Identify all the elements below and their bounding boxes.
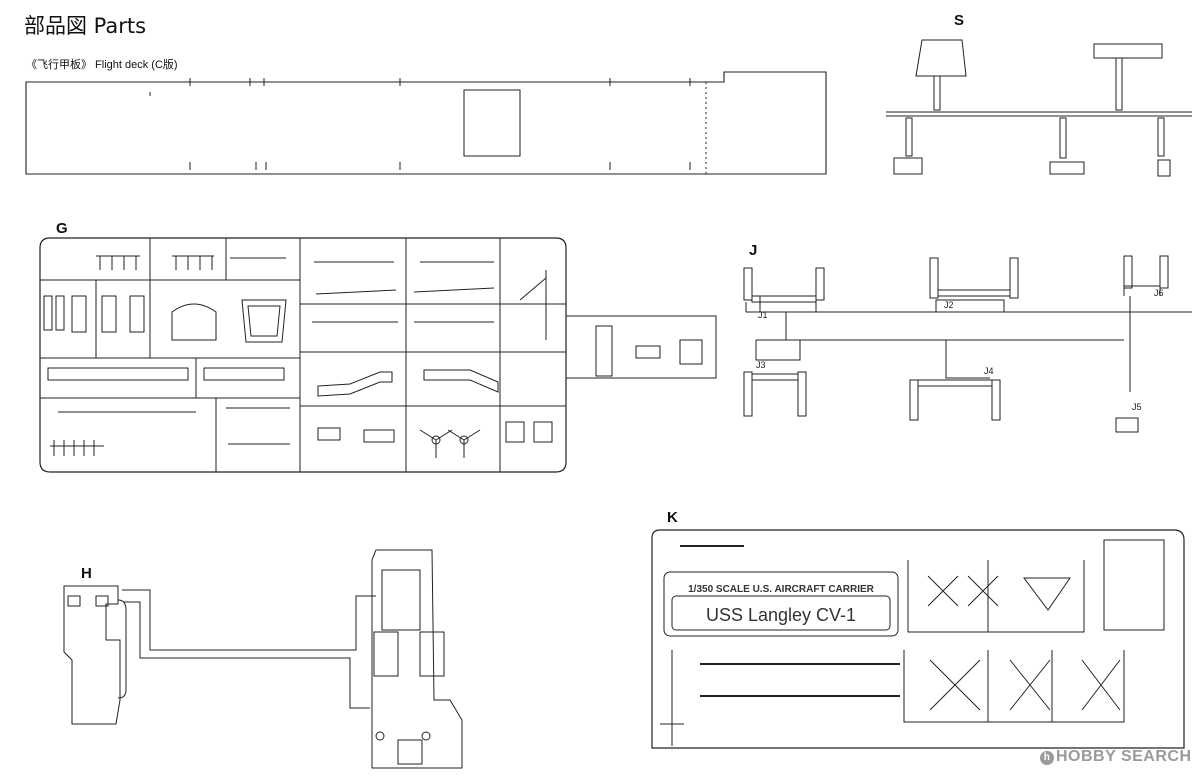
j-label-1: J1 — [758, 310, 768, 320]
k-plate-line1: 1/350 SCALE U.S. AIRCRAFT CARRIER — [688, 584, 875, 595]
watermark-logo-icon: h — [1040, 751, 1054, 765]
sprue-label-k: K — [667, 509, 678, 526]
j-label-5: J5 — [1132, 402, 1142, 412]
sprue-g — [39, 237, 717, 473]
j-part-labels: J1 J2 J6 J3 J4 J5 — [756, 288, 1164, 412]
j-label-3: J3 — [756, 360, 766, 370]
k-plate-line2: USS Langley CV-1 — [706, 605, 856, 625]
flight-deck-caption: 《飞行甲板》 Flight deck (C版) — [26, 59, 178, 71]
sprue-label-h: H — [81, 565, 92, 582]
sprue-label-s: S — [954, 12, 965, 29]
page-title: 部品図 Parts — [24, 14, 147, 38]
k-nameplate-text: 1/350 SCALE U.S. AIRCRAFT CARRIER USS La… — [688, 584, 875, 625]
s-part-bracket-b — [1049, 161, 1085, 175]
s-part-plate — [1093, 43, 1163, 59]
watermark-text: HOBBY SEARCH — [1056, 748, 1192, 765]
sprue-j — [743, 255, 1192, 433]
s-part-block — [1157, 159, 1171, 177]
j-label-2: J2 — [944, 300, 954, 310]
sprue-k — [651, 529, 1185, 749]
sprue-label-j: J — [749, 242, 758, 259]
s-part-bracket-a — [893, 157, 923, 175]
sprue-label-g: G — [56, 220, 68, 237]
k-nameplate — [663, 571, 899, 637]
sprue-h — [63, 549, 463, 769]
flight-deck-part — [25, 71, 827, 175]
j-label-6: J6 — [1154, 288, 1164, 298]
j-label-4: J4 — [984, 366, 994, 376]
s-part-hood — [915, 39, 967, 77]
sprue-s — [886, 39, 1192, 177]
